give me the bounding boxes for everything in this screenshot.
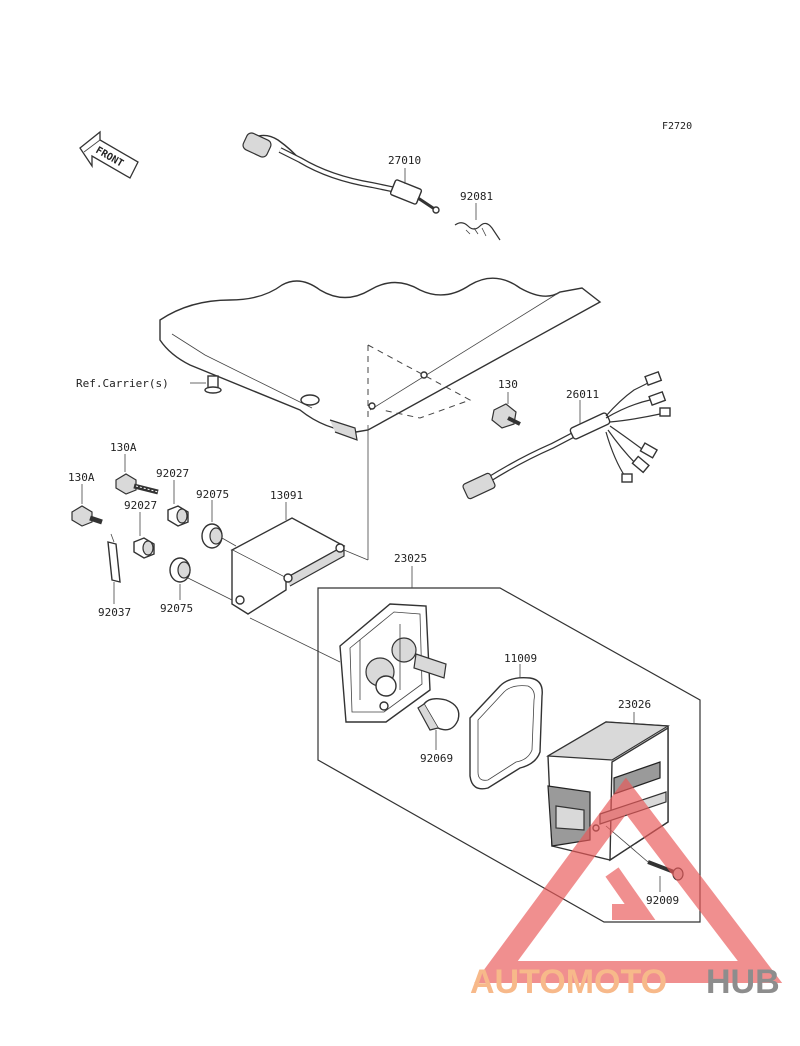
reference-label: Ref.Carrier(s) [76,377,169,390]
figure-code: F2720 [662,121,692,132]
label-92075-lower: 92075 [160,602,193,615]
clip-92037 [107,533,121,583]
label-92069: 92069 [420,752,453,765]
bolt-130 [491,403,521,429]
label-130: 130 [498,378,518,391]
label-27010: 27010 [388,154,421,167]
front-arrow-icon: FRONT [79,130,139,179]
label-92027-lower: 92027 [124,499,157,512]
carrier-body [159,277,602,441]
label-26011: 26011 [566,388,599,401]
label-92027-upper: 92027 [156,467,189,480]
stop-switch-cable [242,132,440,214]
label-92009: 92009 [646,894,679,907]
carrier-mount-pin [204,375,222,394]
assembly-outline-23025 [317,587,701,923]
label-130A-lower: 130A [68,471,95,484]
collar-92027-lower [133,537,155,559]
grommet-92075-lower [169,557,191,583]
lamp-housing [339,603,447,723]
wiring-harness-26011 [462,370,671,500]
grommet-92075-upper [201,523,223,549]
spring-92081 [454,222,501,241]
watermark-text-a: AUTOMOTO [470,963,667,1001]
bolt-130A-upper [115,473,159,495]
label-92081: 92081 [460,190,493,203]
gasket-11009 [469,676,543,790]
label-92037: 92037 [98,606,131,619]
label-92075-upper: 92075 [196,488,229,501]
label-130A-upper: 130A [110,441,137,454]
bulb-92069 [417,697,460,731]
label-23025: 23025 [394,552,427,565]
bracket-13091 [230,517,346,615]
automotohub-logo-icon [474,777,783,983]
bolt-130A-lower [71,505,103,527]
label-11009: 11009 [504,652,537,665]
label-23026: 23026 [618,698,651,711]
collar-92027-upper [167,505,189,527]
watermark-text-b: HUB [706,963,780,1001]
label-13091: 13091 [270,489,303,502]
